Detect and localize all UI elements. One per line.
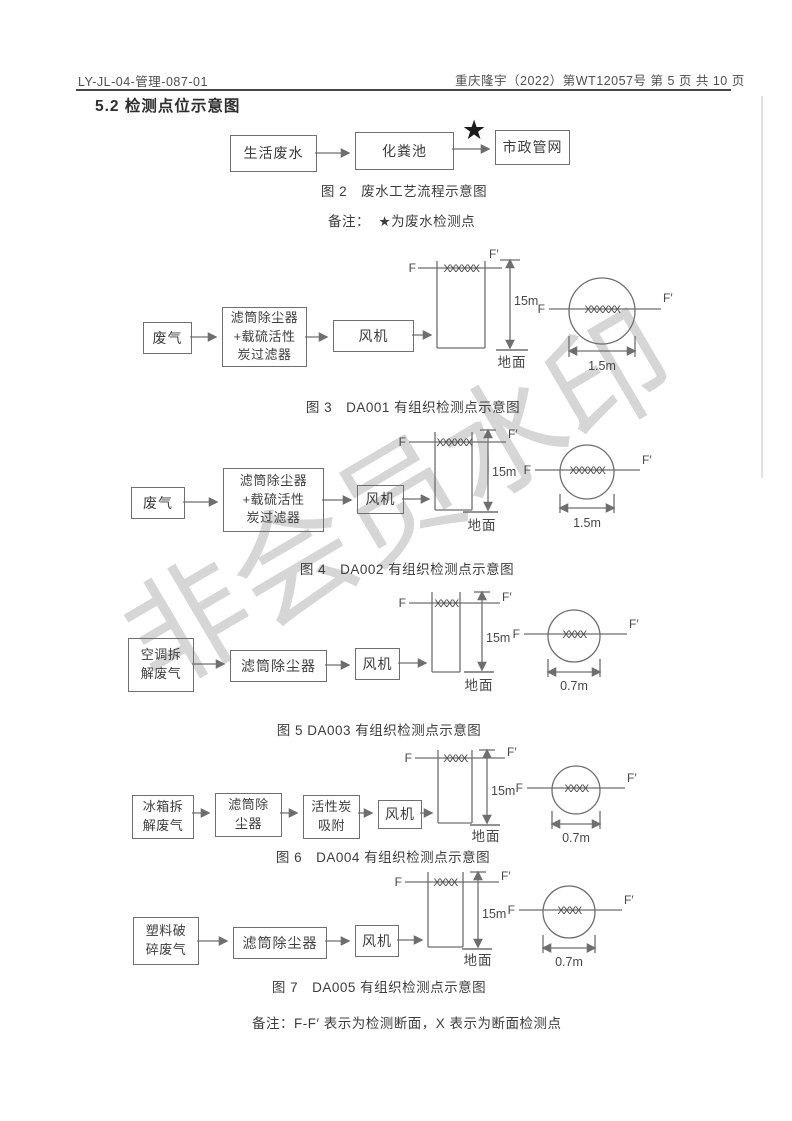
da005-stack-f-label: F bbox=[395, 875, 402, 889]
da002-filter-box: 滤筒除尘器 +载硫活性 炭过滤器 bbox=[223, 468, 324, 532]
da001-stack-fprime-label: F′ bbox=[489, 247, 499, 261]
da003-filter-box: 滤筒除尘器 bbox=[230, 650, 327, 682]
da005-source-box: 塑料破 碎废气 bbox=[133, 917, 199, 965]
header-rule bbox=[76, 89, 731, 91]
da003-section-marks: XXXX bbox=[562, 629, 588, 641]
da001-section-fprime-label: F′ bbox=[663, 291, 673, 305]
da005-stack-fprime-label: F′ bbox=[501, 869, 511, 883]
figure2-caption: 图 2 废水工艺流程示意图 bbox=[320, 184, 488, 199]
da001-stack-marks: XXXXXX bbox=[443, 263, 480, 275]
da005-filter-box: 滤筒除尘器 bbox=[233, 927, 327, 959]
da004-stack-fprime-label: F′ bbox=[507, 745, 517, 759]
da004-stack-marks: XXXX bbox=[443, 753, 469, 765]
da003-stack-marks: XXXX bbox=[434, 598, 460, 610]
municipal-network-box: 市政管网 bbox=[495, 130, 570, 165]
da005-graphics bbox=[197, 870, 622, 953]
header-report-number: 重庆隆宇（2022）第WT12057号 第 5 页 共 10 页 bbox=[455, 74, 745, 88]
figure4-caption: 图 4 DA002 有组织检测点示意图 bbox=[299, 562, 515, 577]
wastewater-note: 备注： ★为废水检测点 bbox=[328, 214, 476, 229]
da004-stack-f-label: F bbox=[405, 751, 412, 765]
da001-stack-height: 15m bbox=[514, 294, 538, 308]
da005-ground-label: 地面 bbox=[464, 953, 493, 968]
da003-section-f-label: F bbox=[513, 627, 520, 641]
da004-diameter-label: 0.7m bbox=[562, 831, 590, 845]
da003-stack-fprime-label: F′ bbox=[502, 590, 512, 604]
da002-stack-fprime-label: F′ bbox=[508, 427, 518, 441]
da004-filter-box: 滤筒除 尘器 bbox=[215, 793, 282, 837]
da002-fan-box: 风机 bbox=[357, 485, 404, 514]
da005-section-f-label: F bbox=[508, 903, 515, 917]
da001-section-f-label: F bbox=[538, 302, 545, 316]
da004-ground-label: 地面 bbox=[472, 829, 501, 844]
wastewater-arrows bbox=[315, 144, 491, 158]
da001-graphics bbox=[190, 258, 661, 357]
da002-section-fprime-label: F′ bbox=[642, 453, 652, 467]
da002-stack-marks: XXXXXX bbox=[436, 437, 473, 449]
da004-section-fprime-label: F′ bbox=[627, 771, 637, 785]
da005-section-marks: XXXX bbox=[557, 905, 583, 917]
da003-ground-label: 地面 bbox=[465, 678, 494, 693]
da001-diameter-label: 1.5m bbox=[588, 359, 616, 373]
da001-section-marks: XXXXXX bbox=[584, 304, 621, 316]
da002-graphics bbox=[183, 428, 640, 513]
da003-stack-height: 15m bbox=[486, 631, 510, 645]
da003-source-box: 空调拆 解废气 bbox=[128, 638, 194, 692]
da002-stack-f-label: F bbox=[399, 435, 406, 449]
da003-section-fprime-label: F′ bbox=[629, 617, 639, 631]
section-title: 5.2 检测点位示意图 bbox=[95, 98, 241, 115]
da005-diameter-label: 0.7m bbox=[555, 955, 583, 969]
figure3-caption: 图 3 DA001 有组织检测点示意图 bbox=[305, 400, 521, 415]
wastewater-sampling-star-icon: ★ bbox=[462, 115, 487, 145]
septic-tank-box: 化粪池 bbox=[355, 132, 454, 170]
figure7-caption: 图 7 DA005 有组织检测点示意图 bbox=[271, 980, 487, 995]
da002-diameter-label: 1.5m bbox=[573, 516, 601, 530]
da003-stack-f-label: F bbox=[399, 596, 406, 610]
da004-section-f-label: F bbox=[516, 781, 523, 795]
da002-section-f-label: F bbox=[524, 463, 531, 477]
da001-stack-f-label: F bbox=[409, 261, 416, 275]
da004-fan-box: 风机 bbox=[378, 800, 422, 829]
da004-graphics bbox=[192, 748, 625, 829]
da003-graphics bbox=[192, 590, 627, 677]
da001-source-box: 废气 bbox=[143, 322, 192, 354]
da002-stack-height: 15m bbox=[492, 465, 516, 479]
da004-stack-height: 15m bbox=[491, 784, 515, 798]
da003-fan-box: 风机 bbox=[355, 648, 400, 680]
wastewater-source-box: 生活废水 bbox=[230, 135, 317, 172]
da005-fan-box: 风机 bbox=[355, 925, 399, 957]
da002-source-box: 废气 bbox=[131, 487, 185, 519]
footer-note: 备注：F-F′ 表示为检测断面，X 表示为断面检测点 bbox=[252, 1016, 562, 1031]
figure5-caption: 图 5 DA003 有组织检测点示意图 bbox=[276, 723, 482, 738]
da001-fan-box: 风机 bbox=[333, 320, 414, 352]
da002-ground-label: 地面 bbox=[468, 518, 497, 533]
da002-section-marks: XXXXXX bbox=[569, 465, 606, 477]
header-document-code: LY-JL-04-管理-087-01 bbox=[78, 75, 208, 89]
da004-carbon-box: 活性炭 吸附 bbox=[303, 795, 360, 839]
da004-source-box: 冰箱拆 解废气 bbox=[132, 795, 194, 839]
da005-section-fprime-label: F′ bbox=[624, 893, 634, 907]
da005-stack-height: 15m bbox=[482, 907, 506, 921]
da003-diameter-label: 0.7m bbox=[560, 679, 588, 693]
da001-filter-box: 滤筒除尘器 +载硫活性 炭过滤器 bbox=[222, 307, 307, 367]
da005-stack-marks: XXXX bbox=[433, 877, 459, 889]
figure6-caption: 图 6 DA004 有组织检测点示意图 bbox=[275, 850, 491, 865]
da004-section-marks: XXXX bbox=[564, 783, 590, 795]
da001-ground-label: 地面 bbox=[498, 355, 527, 370]
